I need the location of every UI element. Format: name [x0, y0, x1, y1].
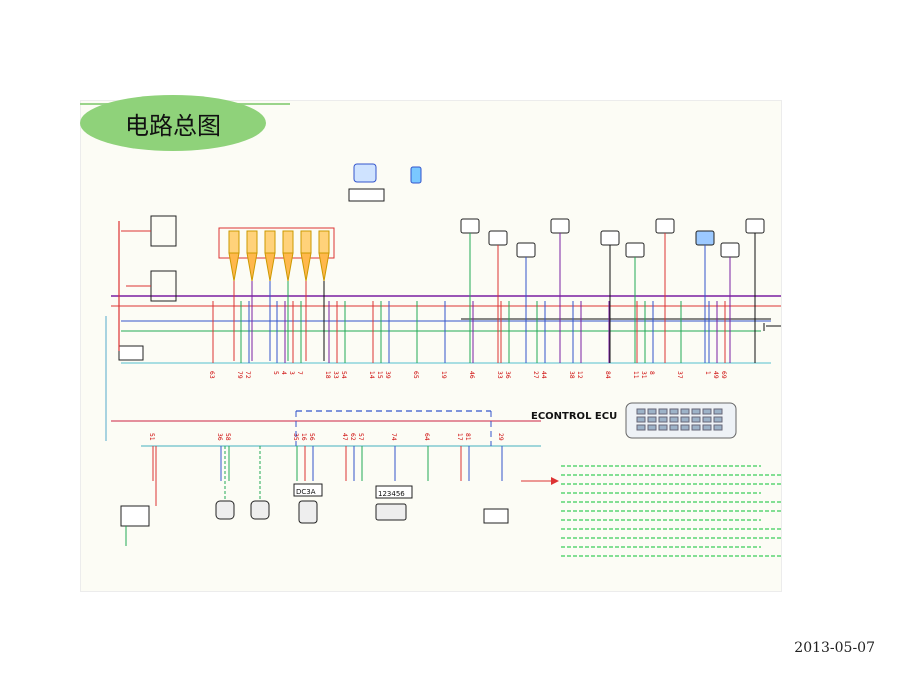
- lower-pin-label: 58: [224, 433, 231, 441]
- pin-label: 7: [296, 371, 303, 375]
- lower-pin-label: 81: [464, 433, 471, 441]
- lower-pin-label: 29: [497, 433, 504, 441]
- throttle-connector: [348, 163, 385, 202]
- pin-label: 69: [720, 371, 727, 379]
- ground-symbol: [763, 323, 781, 331]
- injector-pair: [215, 446, 270, 520]
- lower-pin-label: 56: [308, 433, 315, 441]
- pin-label: 15: [376, 371, 383, 379]
- pin-label: 63: [208, 371, 215, 379]
- pin-label: 84: [604, 371, 611, 379]
- lower-pin-label: 47: [341, 433, 348, 441]
- sensor-connector: [516, 242, 536, 363]
- sensor-connector: [488, 230, 508, 363]
- obd-connector: 123456: [375, 485, 413, 521]
- pin-label: 19: [440, 371, 447, 379]
- technical-notes: [561, 465, 791, 557]
- pin-label: 14: [368, 371, 375, 379]
- pin-label: 39: [384, 371, 391, 379]
- sensor-lower-right: [483, 477, 559, 524]
- ignition-coils: [218, 227, 335, 361]
- lower-pin-label: 57: [357, 433, 364, 441]
- pin-label: 37: [676, 371, 683, 379]
- pin-label: 5: [272, 371, 279, 375]
- lower-pin-label: 51: [148, 433, 155, 441]
- sensor-connector: [695, 230, 715, 363]
- pin-label: 4: [280, 371, 287, 375]
- sensor-connector: [460, 218, 480, 363]
- pin-label: 72: [244, 371, 251, 379]
- connector-left-label: DC3A: [296, 488, 316, 496]
- sensor-connector: [550, 218, 570, 363]
- lower-pin-label: 16: [300, 433, 307, 441]
- pin-label: 44: [540, 371, 547, 379]
- pin-label: 1: [704, 371, 711, 375]
- pin-label: 65: [412, 371, 419, 379]
- lower-pin-label: 36: [216, 433, 223, 441]
- pin-label: 3: [288, 371, 295, 375]
- sensor-connector-blue: [410, 166, 422, 184]
- relay-left-top: [121, 215, 177, 247]
- pin-label: 46: [468, 371, 475, 379]
- pin-label: 38: [568, 371, 575, 379]
- slide-title: 电路总图: [80, 95, 266, 151]
- sensor-connector: [655, 218, 675, 363]
- pin-label: 31: [640, 371, 647, 379]
- pin-label: 54: [340, 371, 347, 379]
- connector-right-label: 123456: [378, 490, 405, 498]
- slide-date: 2013-05-07: [794, 640, 875, 656]
- sensor-connector: [600, 230, 620, 363]
- pin-label: 33: [332, 371, 339, 379]
- pin-label: 33: [496, 371, 503, 379]
- ecu-module: ECONTROL ECU: [531, 402, 737, 439]
- diagnostic-connector: DC3A: [293, 483, 323, 524]
- left-lower-relay: [120, 446, 157, 546]
- pin-label: 36: [504, 371, 511, 379]
- pin-label: 27: [532, 371, 539, 379]
- sensor-connector: [745, 218, 765, 363]
- pin-label: 18: [324, 371, 331, 379]
- pin-label: 8: [648, 371, 655, 375]
- lower-pin-label: 62: [349, 433, 356, 441]
- lower-pin-label: 64: [423, 433, 430, 441]
- relay-left-mid: [126, 270, 177, 302]
- lower-pin-label: 17: [456, 433, 463, 441]
- pin-label: 49: [712, 371, 719, 379]
- lower-pin-label: 74: [390, 433, 397, 441]
- sensor-connector: [720, 242, 740, 363]
- ecu-label: ECONTROL ECU: [531, 411, 617, 422]
- pin-label: 12: [576, 371, 583, 379]
- pin-label: 79: [236, 371, 243, 379]
- pin-label: 11: [632, 371, 639, 379]
- sensor-connector: [625, 242, 645, 363]
